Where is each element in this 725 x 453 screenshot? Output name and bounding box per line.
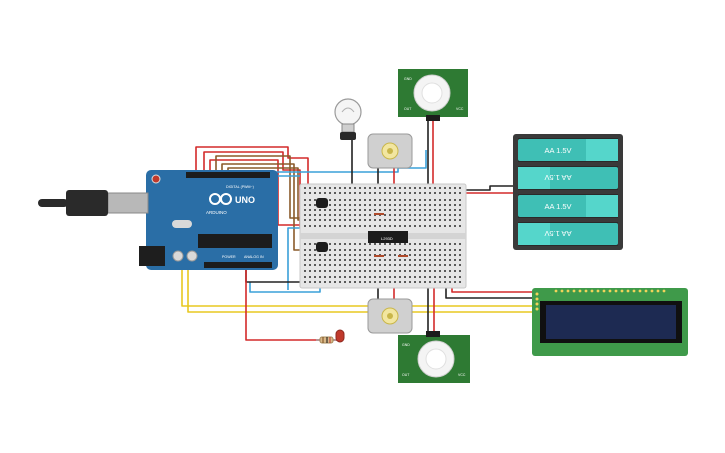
resistors xyxy=(374,213,408,257)
pir-bottom-pin-2: OUT xyxy=(402,373,410,377)
wire-red-3 xyxy=(209,159,300,226)
battery-cell: AA 1.5V xyxy=(518,166,618,190)
pir-top-pin-3: VCC xyxy=(456,107,464,111)
wire-red-led xyxy=(245,268,340,341)
transistor-1 xyxy=(316,198,328,208)
wire-black-batt xyxy=(462,185,516,191)
arduino-digital-label: DIGITAL (PWM~) xyxy=(226,185,254,189)
pir-sensor-top: GND OUT VCC xyxy=(398,69,468,121)
battery-cell-label: AA 1.5V xyxy=(544,146,571,155)
pir-bottom-pin-3: VCC xyxy=(458,373,466,377)
arduino-model: UNO xyxy=(235,195,255,205)
arduino-analog-label: ANALOG IN xyxy=(244,255,264,259)
dc-motor-bottom xyxy=(367,298,413,334)
battery-pack: AA 1.5V AA 1.5V AA 1.5V AA 1.5V xyxy=(513,134,623,250)
arduino-logo xyxy=(209,193,232,205)
arduino-power-label: POWER xyxy=(222,255,236,259)
battery-cell-label: AA 1.5V xyxy=(544,173,571,182)
lcd-header-pins xyxy=(554,289,666,293)
battery-cell: AA 1.5V xyxy=(518,222,618,246)
battery-cell-label: AA 1.5V xyxy=(544,202,571,211)
dc-motor-top xyxy=(367,133,413,169)
battery-cells: AA 1.5V AA 1.5V AA 1.5V AA 1.5V xyxy=(518,138,618,246)
transistor-2 xyxy=(316,242,328,252)
battery-cell: AA 1.5V xyxy=(518,138,618,162)
motor-driver-ic: L293D xyxy=(368,231,408,243)
arduino-uno: UNO ARDUINO DIGITAL (PWM~) POWER ANALOG … xyxy=(38,170,278,270)
pir-bottom-pin-1: GND xyxy=(402,343,410,347)
led xyxy=(335,329,345,343)
arduino-brand: ARDUINO xyxy=(206,210,227,215)
wire-red-2 xyxy=(203,151,301,228)
battery-cell-label: AA 1.5V xyxy=(544,229,571,238)
pir-sensor-bottom: GND OUT VCC xyxy=(398,331,470,383)
pir-top-pin-2: OUT xyxy=(404,107,412,111)
lcd-display xyxy=(532,288,688,356)
pir-top-pin-1: GND xyxy=(404,77,412,81)
resistor-led xyxy=(316,336,336,344)
battery-cell: AA 1.5V xyxy=(518,194,618,218)
wire-red-1 xyxy=(195,146,309,185)
ic-label: L293D xyxy=(381,236,393,241)
light-bulb xyxy=(334,98,362,140)
